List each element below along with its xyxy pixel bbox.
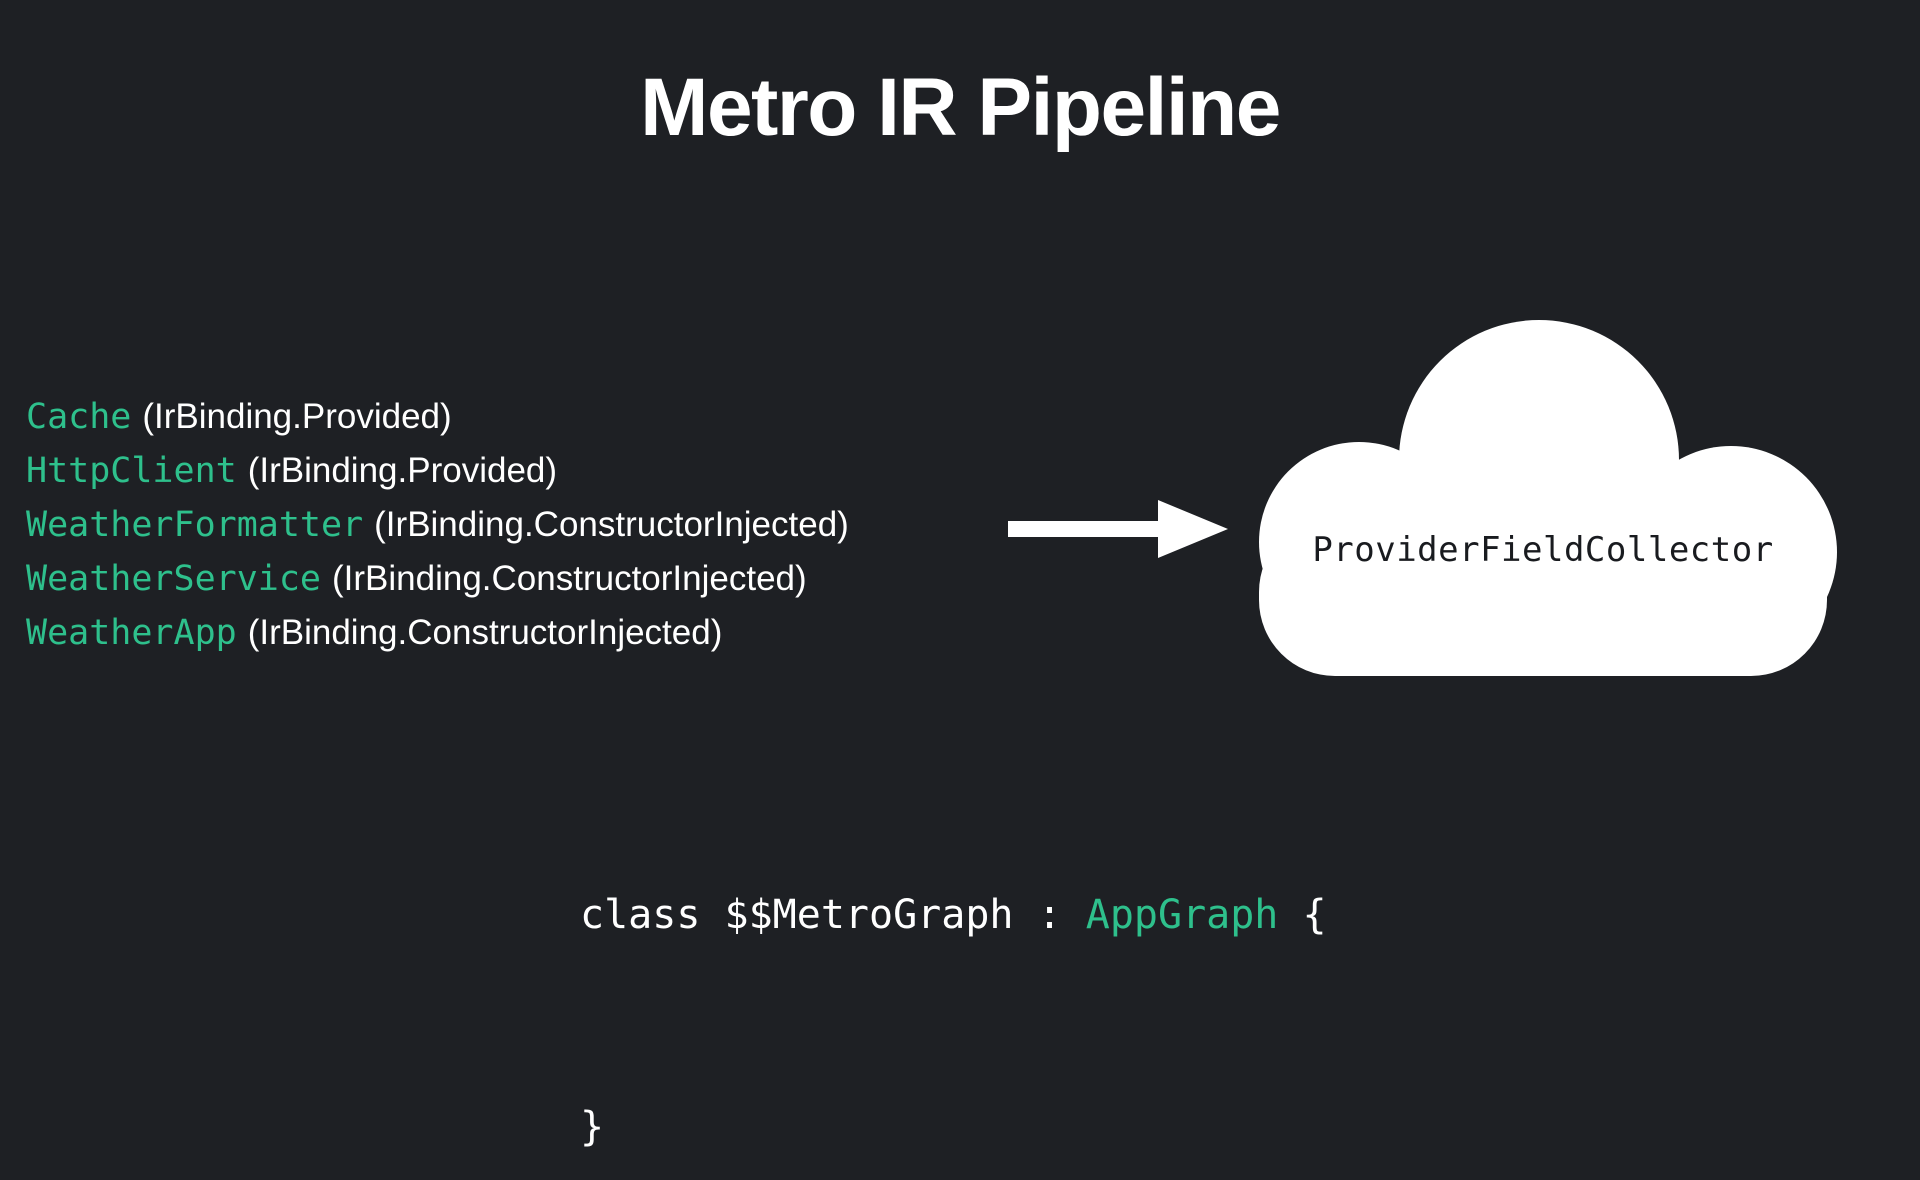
binding-row: WeatherService (IrBinding.ConstructorInje… [26, 552, 1046, 606]
code-token: class $$MetroGraph : [580, 892, 1086, 938]
binding-type: WeatherApp [26, 613, 237, 653]
code-token: AppGraph [1085, 892, 1279, 938]
cloud-label: ProviderFieldCollector [1312, 530, 1774, 570]
binding-type: HttpClient [26, 451, 237, 491]
slide-canvas: Metro IR Pipeline Cache (IrBinding.Provid… [26, 62, 1843, 1150]
code-token: { [1278, 892, 1327, 938]
code-line: class $$MetroGraph : AppGraph { [580, 862, 1327, 968]
bindings-list: Cache (IrBinding.Provided) HttpClient (IrBi… [26, 390, 1046, 660]
code-token: } [580, 1104, 605, 1150]
binding-kind: (IrBinding.ConstructorInjected) [374, 505, 849, 544]
binding-row: Cache (IrBinding.Provided) [26, 390, 1046, 444]
binding-row: WeatherFormatter (IrBinding.ConstructorIn… [26, 498, 1046, 552]
page-title: Metro IR Pipeline [640, 62, 1281, 153]
code-line [580, 968, 1327, 1074]
graph-code-block: class $$MetroGraph : AppGraph { } [580, 862, 1327, 1180]
binding-type: WeatherService [26, 559, 322, 599]
cloud-icon [1243, 320, 1843, 690]
binding-row: HttpClient (IrBinding.Provided) [26, 444, 1046, 498]
binding-type: WeatherFormatter [26, 505, 364, 545]
code-line: } [580, 1074, 1327, 1180]
binding-row: WeatherApp (IrBinding.ConstructorInjected… [26, 606, 1046, 660]
binding-kind: (IrBinding.ConstructorInjected) [332, 559, 807, 598]
arrow-right-icon [1008, 498, 1228, 560]
binding-kind: (IrBinding.Provided) [142, 397, 452, 436]
binding-kind: (IrBinding.Provided) [247, 451, 558, 490]
binding-type: Cache [26, 397, 132, 437]
binding-kind: (IrBinding.ConstructorInjected) [247, 613, 723, 652]
